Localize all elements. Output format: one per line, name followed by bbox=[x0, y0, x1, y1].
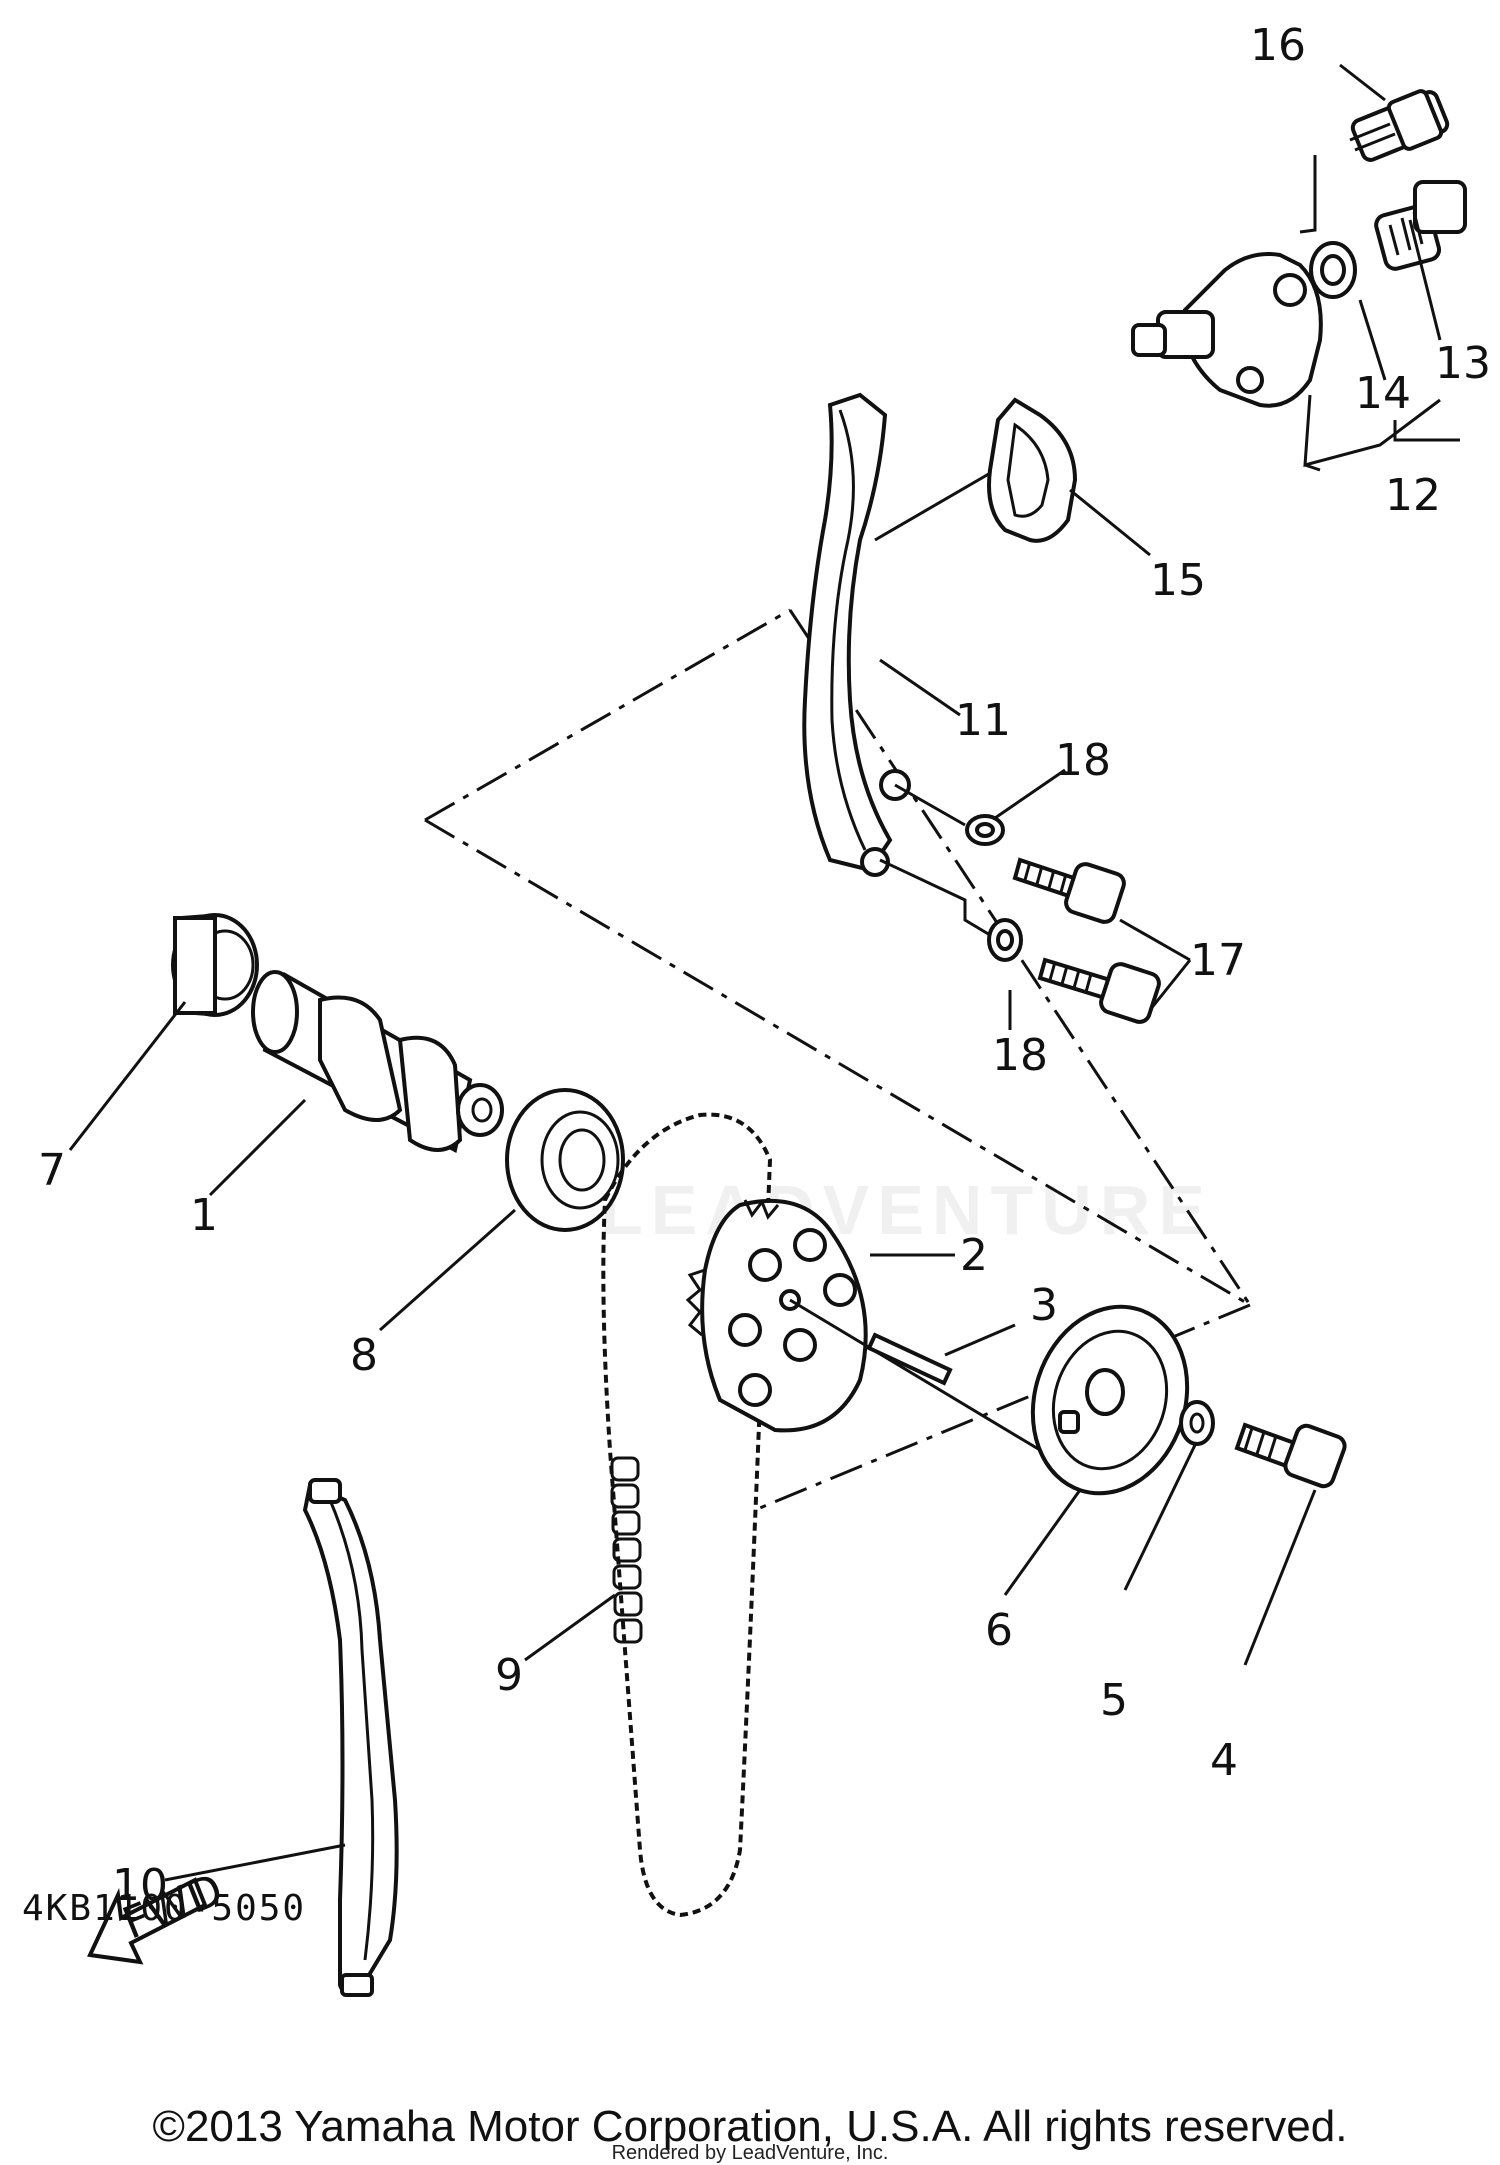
callout-13: 13 bbox=[1435, 338, 1491, 389]
chain-links bbox=[610, 1456, 643, 1644]
part-2-cam-sprocket bbox=[685, 1198, 868, 1433]
part-3-dowel-pin bbox=[866, 1332, 953, 1386]
callout-8: 8 bbox=[350, 1330, 378, 1381]
part-7-bearing bbox=[171, 913, 259, 1017]
callout-9: 9 bbox=[495, 1650, 523, 1701]
part-1-camshaft bbox=[251, 970, 504, 1153]
tensioner-bolt-link bbox=[1299, 155, 1317, 234]
render-credit: Rendered by LeadVenture, Inc. bbox=[611, 2142, 889, 2164]
callout-10: 10 bbox=[112, 1860, 168, 1911]
watermark: LEADVENTURE bbox=[600, 1171, 1214, 1249]
leader-lines bbox=[68, 63, 1460, 1882]
bolt-link-lower bbox=[879, 858, 991, 937]
part-17-bolt-lower bbox=[1037, 957, 1161, 1024]
callout-2: 2 bbox=[960, 1230, 988, 1281]
callout-6: 6 bbox=[985, 1605, 1013, 1656]
part-5-washer bbox=[1179, 1400, 1215, 1446]
part-15-gasket bbox=[987, 397, 1078, 543]
part-16-bolt bbox=[1349, 89, 1450, 162]
callout-3: 3 bbox=[1030, 1280, 1058, 1331]
callout-14: 14 bbox=[1355, 368, 1411, 419]
part-8-bearing bbox=[505, 1088, 625, 1232]
callout-18-upper: 18 bbox=[1055, 735, 1111, 786]
part-4-bolt bbox=[1234, 1422, 1347, 1489]
callout-16: 16 bbox=[1250, 20, 1306, 71]
callout-1: 1 bbox=[190, 1190, 218, 1241]
bolt-link-upper bbox=[894, 783, 966, 827]
part-12-tensioner bbox=[1131, 252, 1323, 408]
part-11-chain-guide bbox=[802, 392, 911, 877]
part-10-chain-guide bbox=[302, 1478, 399, 1997]
assembly-outline bbox=[424, 608, 1252, 1512]
part-13-cap-bolt bbox=[1374, 180, 1467, 271]
part-17-bolt-upper bbox=[1012, 857, 1126, 924]
part-18-washer-upper bbox=[965, 814, 1005, 846]
part-14-gasket bbox=[1309, 241, 1357, 299]
part-6-plate bbox=[1030, 1304, 1190, 1496]
callout-5: 5 bbox=[1100, 1675, 1128, 1726]
diagram-reference-code: 4KB1100-5050 bbox=[22, 1888, 307, 1929]
part-18-washer-lower bbox=[987, 918, 1023, 962]
callout-15: 15 bbox=[1150, 555, 1206, 606]
callout-18-lower: 18 bbox=[992, 1030, 1048, 1081]
callout-11: 11 bbox=[955, 695, 1011, 746]
callout-12: 12 bbox=[1385, 470, 1441, 521]
callout-7: 7 bbox=[38, 1145, 66, 1196]
part-9-cam-chain bbox=[601, 1112, 773, 1918]
copyright-notice: ©2013 Yamaha Motor Corporation, U.S.A. A… bbox=[152, 2102, 1348, 2151]
callout-17: 17 bbox=[1190, 935, 1246, 986]
sprocket-axis bbox=[789, 1298, 1041, 1452]
callout-4: 4 bbox=[1210, 1735, 1238, 1786]
